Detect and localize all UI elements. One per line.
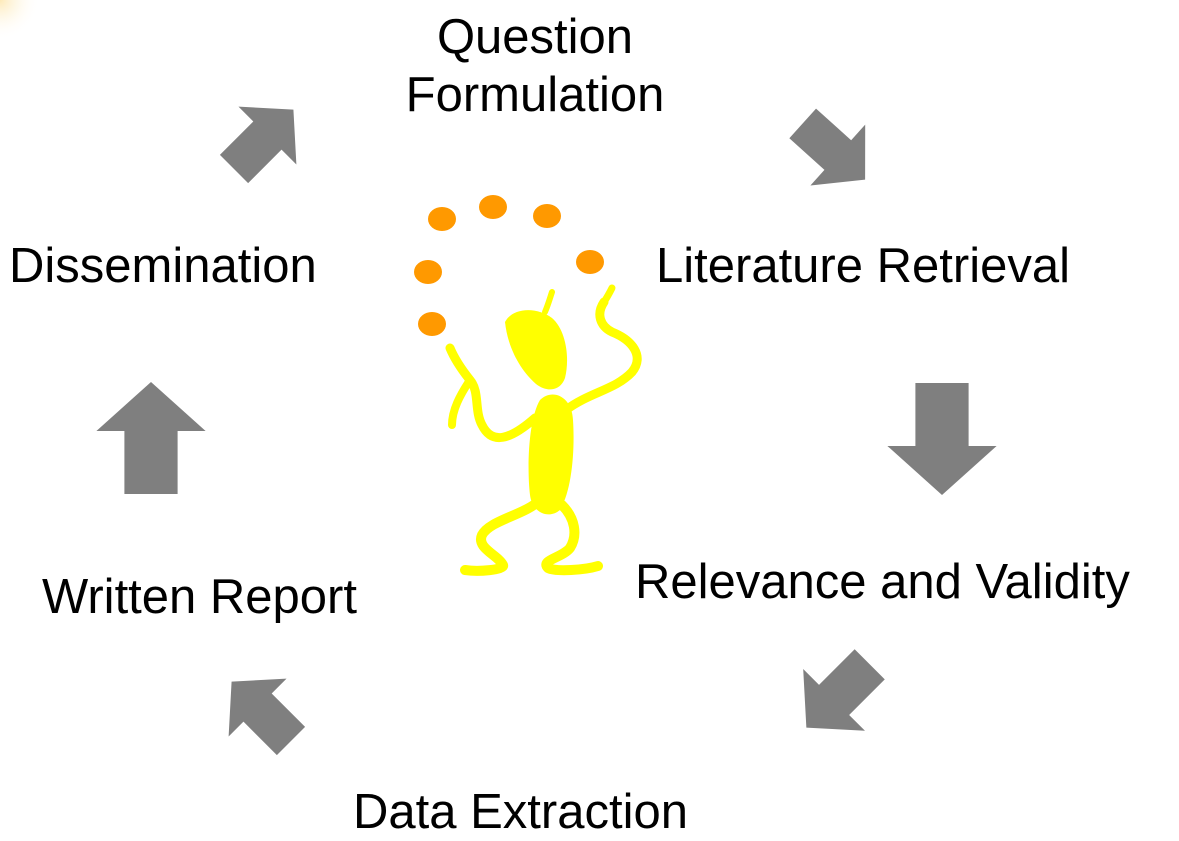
- juggler-left-arm-lower: [448, 376, 474, 429]
- ball-5: [576, 250, 604, 274]
- corner-glow: [0, 0, 40, 40]
- juggler-head: [505, 310, 568, 390]
- step-literature-retrieval: Literature Retrieval: [656, 239, 1070, 293]
- juggling-balls: [414, 195, 604, 336]
- step-question-formulation: Question Formulation: [380, 8, 690, 124]
- juggler-right-leg: [541, 500, 603, 576]
- step-data-extraction: Data Extraction: [353, 785, 688, 839]
- arrow-extraction-to-report: [228, 678, 306, 756]
- ball-4: [414, 260, 442, 284]
- step-question-line1: Question: [436, 10, 634, 64]
- step-question-line2: Formulation: [405, 68, 665, 122]
- arrow-literature-to-relevance: [887, 383, 997, 495]
- juggler-body: [528, 394, 574, 515]
- arrow-relevance-to-extraction: [803, 649, 885, 731]
- step-dissemination: Dissemination: [9, 239, 317, 293]
- step-written-report: Written Report: [42, 570, 357, 624]
- juggler-right-arm-hand: [600, 284, 616, 306]
- arrow-report-to-dissemination: [96, 382, 206, 494]
- ball-6: [418, 312, 446, 336]
- ball-3: [533, 204, 561, 228]
- ball-1: [428, 207, 456, 231]
- juggler-figure: [445, 284, 642, 576]
- juggler-left-leg: [460, 495, 545, 576]
- arrow-question-to-literature: [789, 108, 866, 186]
- juggler-left-arm: [445, 343, 540, 443]
- ball-2: [479, 195, 507, 219]
- arrow-dissemination-to-question: [219, 106, 297, 184]
- step-relevance-validity: Relevance and Validity: [635, 555, 1130, 609]
- juggler-right-arm: [561, 297, 642, 415]
- juggler-antenna: [542, 289, 555, 315]
